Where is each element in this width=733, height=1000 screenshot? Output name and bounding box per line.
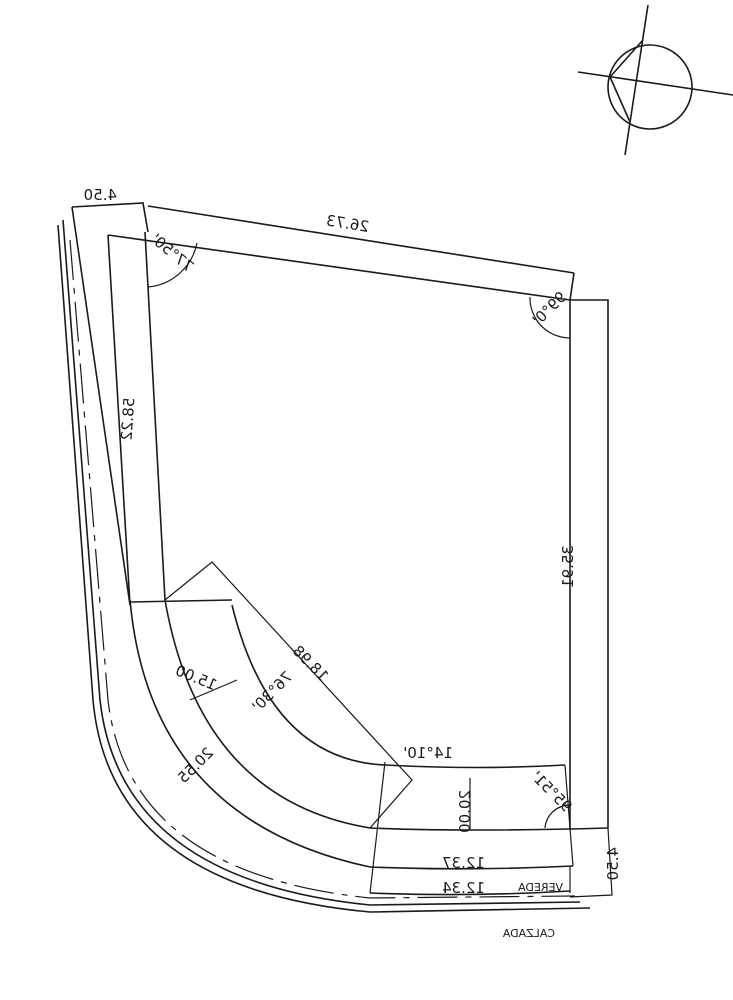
dim-right-edge: 35.91 [559,545,577,588]
dim-bottom-edge: 12.37 [442,854,485,872]
street-curbs [57,219,591,913]
dim-radius: 15.00 [173,661,220,694]
angle-top-left: 77°50' [148,230,198,276]
dim-offset: 20.00 [456,790,474,833]
curve-arcs [129,561,613,898]
angle-arcs [147,242,571,829]
dimension-labels: 4.50 26.73 77°50' 99°0' 58.22 35.91 15.0… [84,186,622,940]
dim-outer-arc: 20.55 [174,744,217,787]
dim-bottom-sidewalk: 4.50 [604,847,622,880]
dim-central-angle: 76°30' [248,668,296,716]
label-sidewalk: VEREDA [518,881,563,894]
dim-top-edge: 26.73 [325,211,370,235]
dim-left-edge: 58.22 [117,397,138,441]
dim-sidewalk-edge: 12.34 [442,879,485,897]
dim-top-sidewalk: 4.50 [84,186,117,204]
sidewalk-outline [71,202,575,606]
lot-boundary [144,231,609,831]
label-street: CALZADA [502,927,555,940]
angle-bottom-right: 95°51' [528,768,576,816]
angle-top-right: 99°0' [529,288,570,329]
angle-inner-arc: 14°10' [403,744,453,762]
north-arrow-circle-icon [577,4,733,156]
